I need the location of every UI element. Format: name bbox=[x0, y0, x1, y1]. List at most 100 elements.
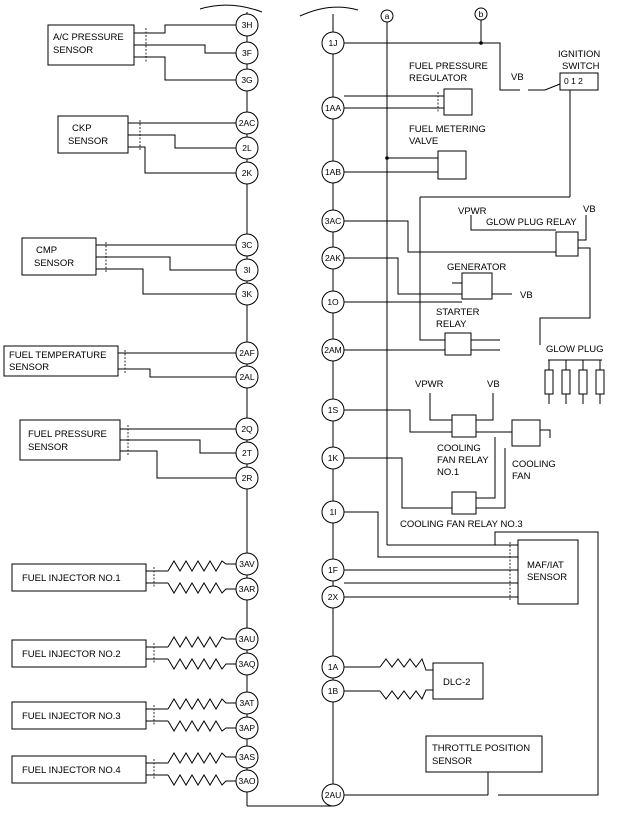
fuel-pressure-sensor-label-2: SENSOR bbox=[28, 442, 68, 453]
fuel-temperature-sensor: FUEL TEMPERATURE SENSOR bbox=[3, 345, 236, 378]
pin-label-1j: 1J bbox=[329, 38, 338, 48]
cmp-sensor: CMP SENSOR bbox=[21, 237, 236, 295]
pin-label-1b: 1B bbox=[328, 686, 339, 696]
fuel-pressure-regulator-label-2: REGULATOR bbox=[409, 73, 467, 84]
junction-b-label: b bbox=[479, 9, 484, 19]
pin-label-3ar: 3AR bbox=[239, 584, 256, 594]
cooling-fan-relay-1: VPWR VB COOLING FAN RELAY NO.1 bbox=[344, 379, 512, 478]
pin-label-1i: 1I bbox=[329, 507, 336, 517]
pin-2x bbox=[321, 585, 345, 609]
maf-iat-sensor: MAF/IAT SENSOR bbox=[344, 511, 599, 796]
pin-3f bbox=[235, 41, 259, 65]
fuel-injector-4-label: FUEL INJECTOR NO.4 bbox=[22, 765, 121, 776]
fuel-temperature-sensor-label-1: FUEL TEMPERATURE bbox=[9, 350, 106, 361]
pin-label-2k: 2K bbox=[242, 168, 253, 178]
starter-relay-label-2: RELAY bbox=[436, 319, 467, 330]
pin-3k bbox=[235, 282, 259, 306]
pin-3as bbox=[235, 745, 259, 769]
ckp-sensor-label-1: CKP bbox=[72, 123, 92, 134]
throttle-position-sensor-label-1: THROTTLE POSITION bbox=[432, 743, 530, 754]
pin-2au bbox=[321, 783, 345, 807]
pin-label-3aq: 3AQ bbox=[238, 659, 255, 669]
pin-3ar bbox=[235, 577, 259, 601]
vpwr-label-1: VPWR bbox=[458, 206, 487, 217]
maf-iat-sensor-label-1: MAF/IAT bbox=[527, 560, 564, 571]
pin-1i bbox=[321, 500, 345, 524]
pin-1s bbox=[321, 398, 345, 422]
fuel-temperature-sensor-label-2: SENSOR bbox=[9, 362, 49, 373]
pin-2r bbox=[235, 466, 259, 490]
pin-2ac bbox=[235, 111, 259, 135]
pin-label-3av: 3AV bbox=[239, 559, 255, 569]
pin-2am bbox=[321, 338, 345, 362]
pin-1o bbox=[321, 290, 345, 314]
cmp-sensor-label-1: CMP bbox=[36, 245, 57, 256]
pin-label-3i: 3I bbox=[243, 265, 250, 275]
pin-2t bbox=[235, 441, 259, 465]
fuel-pressure-sensor-label-1: FUEL PRESSURE bbox=[28, 429, 107, 440]
pin-2ak bbox=[321, 246, 345, 270]
fuel-injector-2-label: FUEL INJECTOR NO.2 bbox=[22, 649, 121, 660]
pin-label-3ap: 3AP bbox=[239, 723, 255, 733]
throttle-position-sensor-label-2: SENSOR bbox=[432, 756, 472, 767]
vb-label-1: VB bbox=[583, 204, 596, 215]
pin-label-1o: 1O bbox=[327, 297, 339, 307]
pin-1ab bbox=[321, 160, 345, 184]
ac-pressure-sensor: A/C PRESSURE SENSOR bbox=[47, 24, 236, 81]
ac-pressure-sensor-label-1: A/C PRESSURE bbox=[53, 32, 124, 43]
pin-2af bbox=[235, 341, 259, 365]
dlc2: DLC-2 bbox=[344, 657, 484, 700]
cooling-fan-label-2: FAN bbox=[512, 471, 531, 482]
fuel-injector-3-label: FUEL INJECTOR NO.3 bbox=[22, 711, 121, 722]
junction-a-label: a bbox=[385, 11, 390, 21]
maf-iat-sensor-label-2: SENSOR bbox=[527, 572, 567, 583]
fuel-injector-4: FUEL INJECTOR NO.4 bbox=[11, 752, 236, 786]
pin-1j bbox=[321, 31, 345, 55]
cooling-fan-label-1: COOLING bbox=[512, 459, 556, 470]
pin-3au bbox=[235, 627, 259, 651]
pin-3ap bbox=[235, 716, 259, 740]
ac-pressure-sensor-label-2: SENSOR bbox=[53, 45, 93, 56]
dlc2-label: DLC-2 bbox=[443, 677, 470, 688]
pin-label-2t: 2T bbox=[242, 448, 252, 458]
pin-3c bbox=[235, 233, 259, 257]
ignition-switch: IGNITION SWITCH 0 1 2 VB bbox=[344, 42, 600, 198]
glow-plugs: GLOW PLUG bbox=[544, 344, 605, 404]
pin-3g bbox=[235, 68, 259, 92]
pin-label-2x: 2X bbox=[328, 592, 339, 602]
pin-label-3g: 3G bbox=[241, 75, 252, 85]
generator: GENERATOR VB bbox=[344, 257, 533, 303]
pin-3ao bbox=[235, 769, 259, 793]
pin-1aa bbox=[321, 96, 345, 120]
cooling-fan-relay-3: COOLING FAN RELAY NO.3 bbox=[344, 437, 523, 530]
pin-label-1aa: 1AA bbox=[325, 103, 341, 113]
pin-label-1a: 1A bbox=[328, 662, 339, 672]
pin-label-3au: 3AU bbox=[239, 634, 256, 644]
pin-label-2au: 2AU bbox=[325, 790, 342, 800]
cooling-fan-relay-1-label-1: COOLING bbox=[437, 443, 481, 454]
fuel-injector-1: FUEL INJECTOR NO.1 bbox=[11, 560, 236, 594]
throttle-position-sensor: THROTTLE POSITION SENSOR bbox=[344, 735, 543, 796]
pin-label-2q: 2Q bbox=[241, 424, 253, 434]
pcm-pins-left: 3H3F3G2AC2L2K3C3I3K2AF2AL2Q2T2R3AV3AR3AU… bbox=[235, 13, 259, 793]
pin-1f bbox=[321, 558, 345, 582]
pin-2q bbox=[235, 417, 259, 441]
pin-label-1ab: 1AB bbox=[325, 167, 341, 177]
ckp-sensor: CKP SENSOR bbox=[57, 115, 236, 174]
pin-3av bbox=[235, 552, 259, 576]
pin-label-2ak: 2AK bbox=[325, 253, 341, 263]
pin-label-2r: 2R bbox=[242, 473, 253, 483]
pin-3i bbox=[235, 258, 259, 282]
ignition-switch-positions: 0 1 2 bbox=[564, 76, 583, 86]
glow-plug-relay: VPWR VB GLOW PLUG RELAY bbox=[344, 204, 596, 345]
junction-a: a bbox=[380, 9, 394, 545]
pin-label-2af: 2AF bbox=[239, 348, 255, 358]
pin-label-2al: 2AL bbox=[239, 372, 254, 382]
fuel-injector-2: FUEL INJECTOR NO.2 bbox=[11, 636, 236, 670]
pin-3aq bbox=[235, 652, 259, 676]
pin-1a bbox=[321, 655, 345, 679]
pin-1b bbox=[321, 679, 345, 703]
ignition-switch-label-1: IGNITION bbox=[558, 49, 600, 60]
